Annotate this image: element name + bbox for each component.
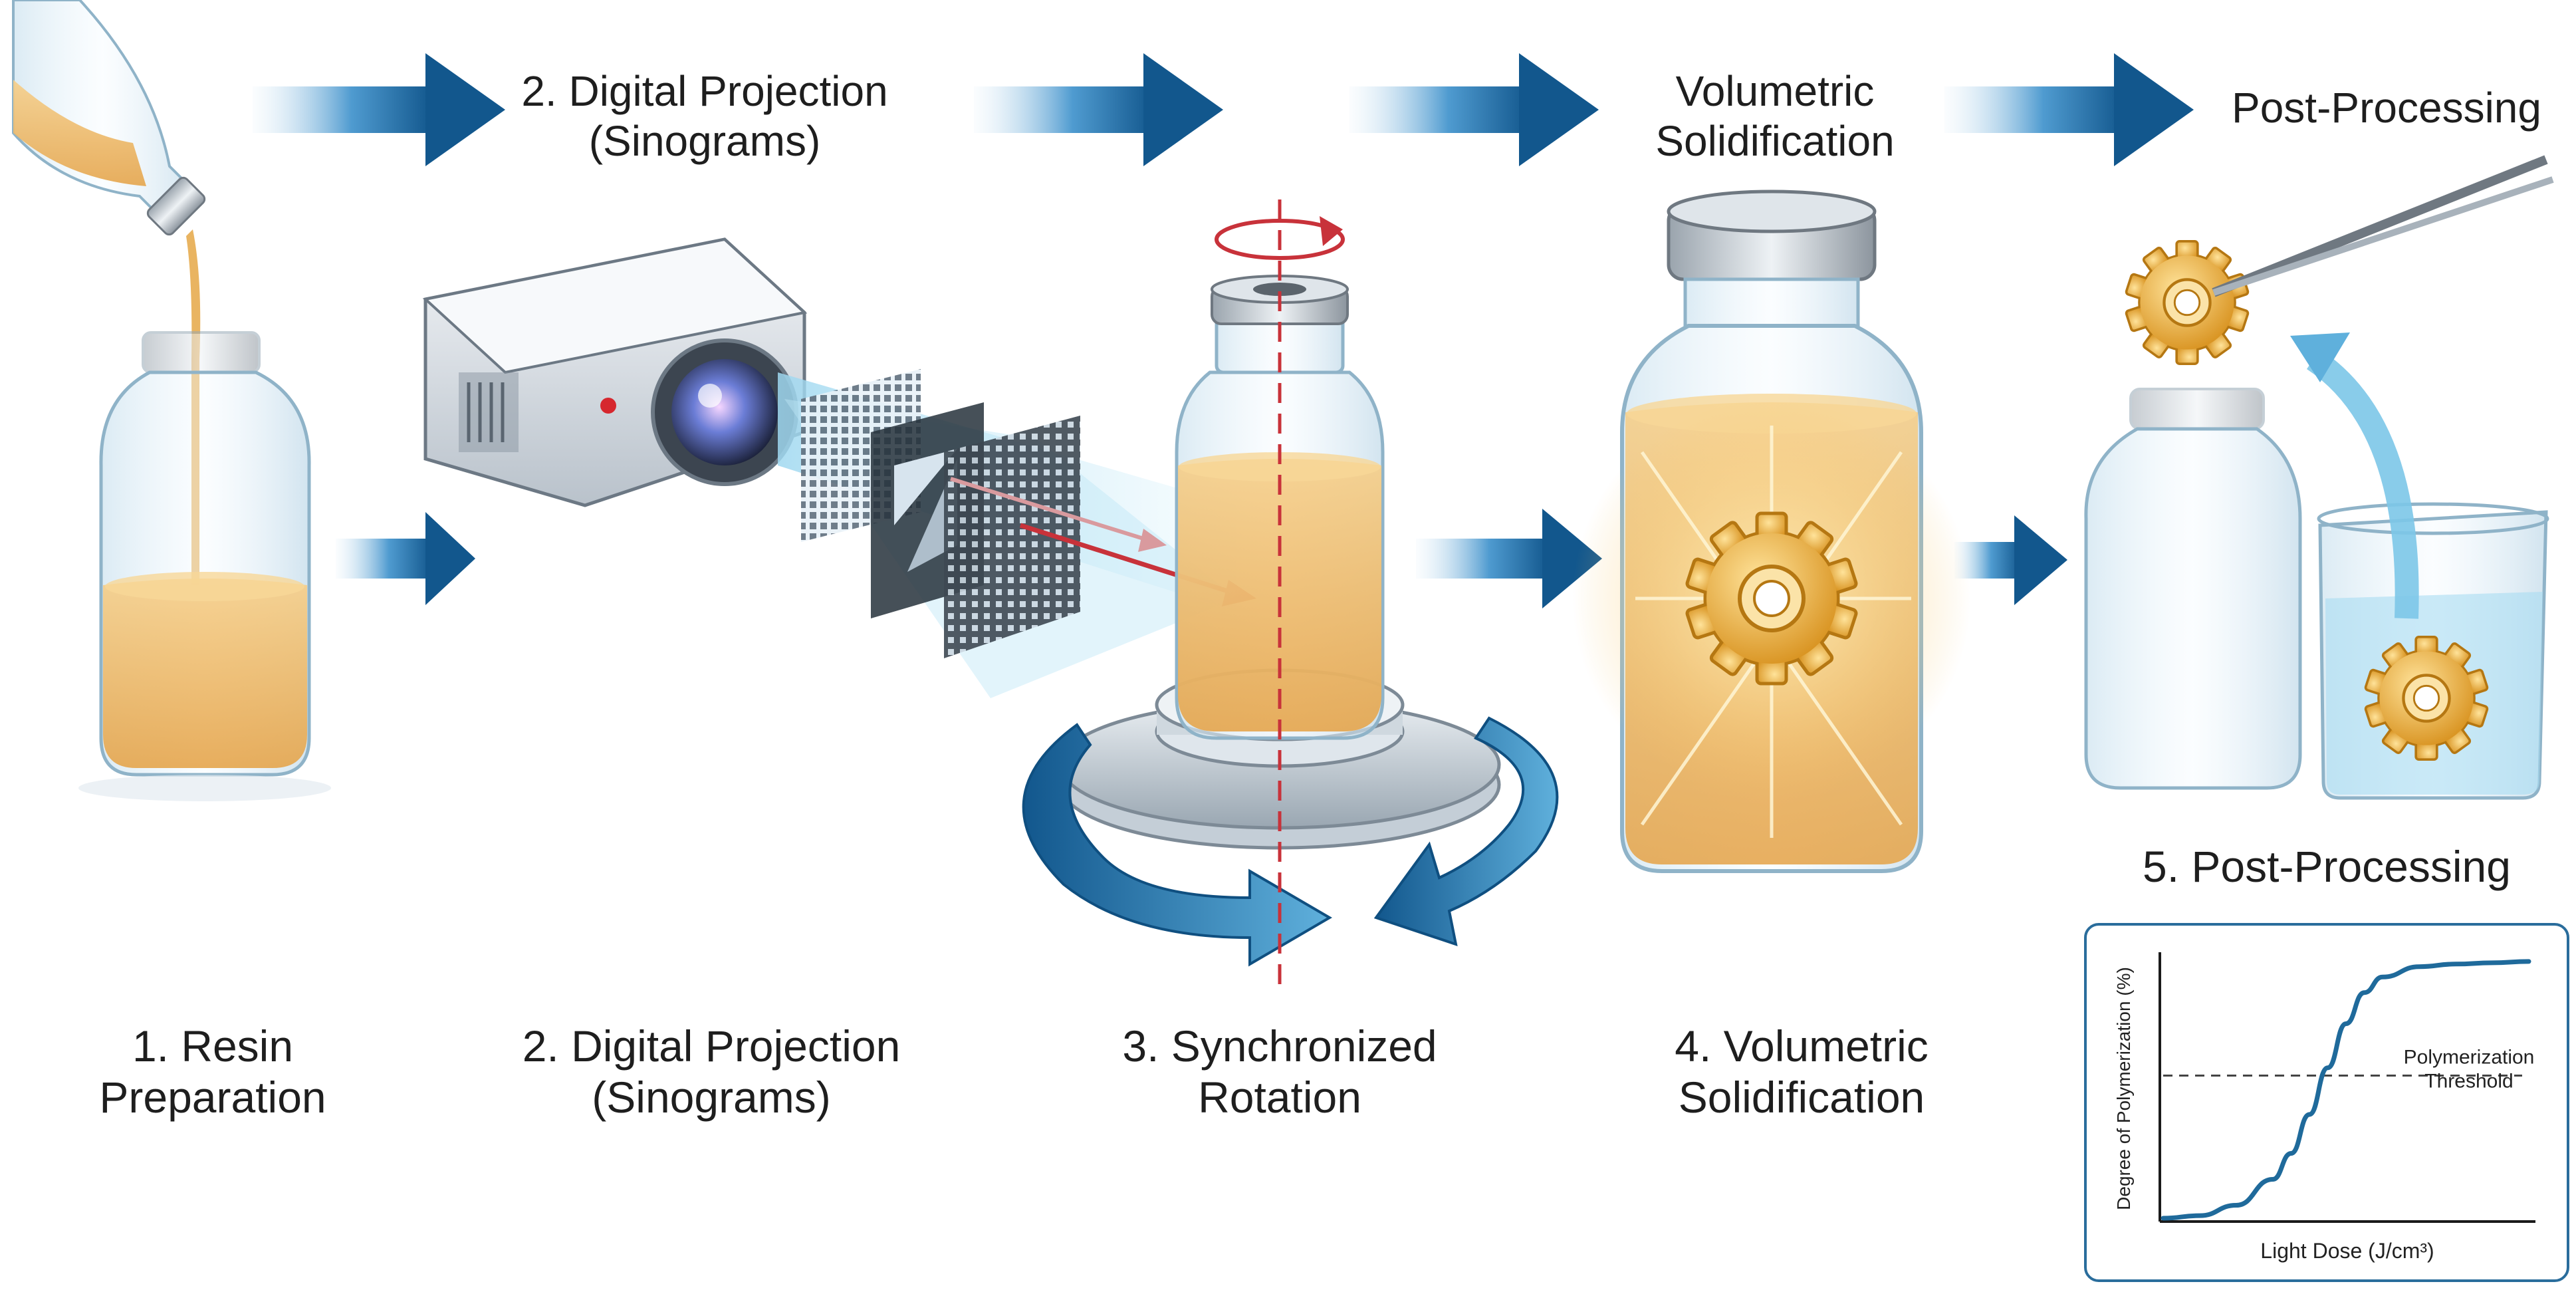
mid-flow-arrow-1 bbox=[336, 512, 475, 605]
top-flow-arrow-1 bbox=[253, 53, 505, 166]
step-label-3: 3. Synchronized Rotation bbox=[1122, 1021, 1437, 1122]
sinogram-frames bbox=[801, 369, 1080, 658]
top-label-projection: 2. Digital Projection (Sinograms) bbox=[521, 67, 888, 165]
x-axis-label: Light Dose (J/cm³) bbox=[2260, 1239, 2434, 1263]
mid-flow-arrow-3 bbox=[1954, 515, 2067, 605]
projector bbox=[422, 237, 808, 507]
empty-vial bbox=[2084, 388, 2302, 790]
step-label-2: 2. Digital Projection (Sinograms) bbox=[522, 1021, 901, 1122]
rotation-arrows bbox=[1022, 716, 1559, 967]
top-label-solidification: Volumetric Solidification bbox=[1655, 67, 1895, 165]
step-label-4: 4. Volumetric Solidification bbox=[1675, 1021, 1929, 1122]
top-flow-arrow-4 bbox=[1944, 53, 2194, 166]
resin-jar bbox=[78, 331, 331, 801]
top-label-post-processing: Post-Processing bbox=[2232, 84, 2541, 132]
wash-flow-arrow bbox=[2290, 332, 2419, 619]
threshold-label-line: Threshold bbox=[2424, 1071, 2513, 1093]
top-flow-arrow-3 bbox=[1349, 53, 1599, 166]
step-label-1: 1. Resin Preparation bbox=[99, 1021, 326, 1122]
wash-beaker bbox=[2317, 502, 2549, 800]
polymerization-curve bbox=[2161, 959, 2531, 1221]
tweezers-icon bbox=[2212, 155, 2554, 297]
top-flow-arrow-2 bbox=[974, 53, 1223, 166]
rotation-axis bbox=[1215, 199, 1345, 984]
step-label-5: 5. Post-Processing bbox=[2143, 842, 2511, 891]
threshold-label-line: Polymerization bbox=[2404, 1047, 2535, 1069]
solidification-vial bbox=[1572, 190, 1971, 873]
mid-flow-arrow-2 bbox=[1416, 509, 1602, 608]
y-axis-label: Degree of Polymerization (%) bbox=[2113, 967, 2134, 1210]
resin-pouring-bottle bbox=[12, 0, 206, 236]
extracted-gear bbox=[2125, 241, 2248, 364]
